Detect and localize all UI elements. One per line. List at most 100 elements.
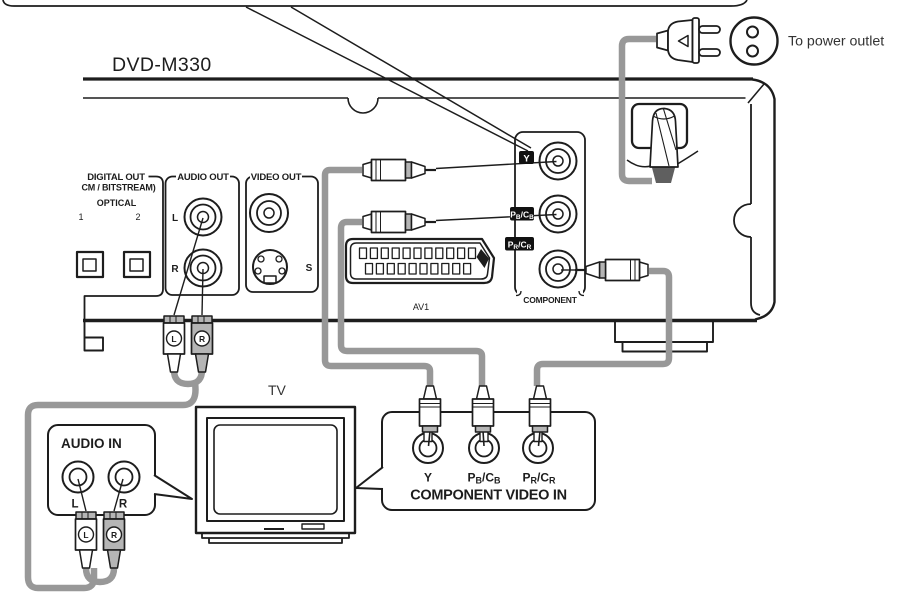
rca-plug-pr-tv: [528, 385, 552, 433]
audio-in-callout: AUDIO IN L R: [47, 424, 193, 516]
scart-pins: [358, 247, 477, 275]
av1-label: AV1: [413, 302, 429, 312]
rca-plug-audio-r-tv: R: [102, 511, 126, 569]
power-outlet-note: To power outlet: [788, 34, 884, 50]
pb-badge-label: PB/CB: [510, 210, 534, 222]
component-cable-y: [321, 166, 434, 386]
component-in-pointer: [355, 466, 384, 490]
power-cable: [618, 35, 656, 185]
audio-l-label: L: [172, 213, 178, 224]
inner-right-edge-lower: [750, 237, 761, 316]
ac-inlet-cord: [626, 107, 699, 168]
component-video-in-callout: Y PB/CB PR/CR COMPONENT VIDEO IN: [355, 411, 596, 511]
plug-letter-r: R: [199, 334, 205, 344]
y-badge: [519, 151, 534, 164]
plug-prong-bottom: [698, 48, 721, 57]
component-jack-badges: Y PB/CB PR/CR: [505, 151, 534, 251]
player-right-edge: [752, 78, 776, 321]
pr-badge: [505, 237, 534, 251]
optical-1-label: 1: [78, 212, 83, 222]
audio-r-label: R: [171, 264, 179, 275]
power-outlet-icon: [729, 16, 779, 66]
plug-neck: [656, 29, 669, 52]
component-jack-pr: [538, 249, 578, 289]
right-foot-outer: [614, 321, 714, 343]
plug-letter-l: L: [83, 530, 88, 540]
pin-line-audio-r: [201, 268, 204, 316]
pin-lines: [77, 160, 575, 512]
composite-video-jack: [249, 193, 289, 233]
rca-plug-y-tv: [418, 385, 442, 433]
audio-in-box: [47, 424, 156, 516]
component-label: COMPONENT: [523, 295, 577, 305]
left-foot: [83, 321, 104, 352]
component-jack-y: [538, 141, 578, 181]
audio-in-r-label: R: [119, 499, 128, 511]
tv-base: [201, 533, 350, 544]
audio-out-group: AUDIO OUT L R: [164, 170, 240, 296]
audio-in-jack-l: [61, 460, 95, 494]
audio-cable-loop: [24, 382, 199, 592]
component-in-pr-label: PR/CR: [522, 471, 556, 486]
video-out-group: VIDEO OUT S: [245, 170, 319, 293]
plug-body: [667, 19, 694, 63]
y-badge-label: Y: [523, 154, 530, 165]
tv-bezel: [206, 417, 345, 522]
s-video-label: S: [306, 263, 313, 274]
plug-face: [691, 17, 700, 64]
bitstream-label: CM / BITSTREAM): [82, 183, 156, 193]
component-jack-pb: [538, 194, 578, 234]
rca-plug-pb-tv: [471, 385, 495, 433]
callout-box-edge: [2, 0, 748, 7]
s-video-jack: [252, 249, 288, 285]
tv-screen: [213, 424, 338, 515]
callout-pointer-lines: [245, 6, 532, 152]
plug-prong-top: [698, 25, 721, 34]
audio-cable-u-tv: [82, 558, 118, 586]
callout-pointer: [2, 0, 748, 152]
component-cable-pb: [337, 218, 486, 386]
component-cable-pr: [533, 267, 673, 386]
right-edge-notch: [733, 203, 752, 238]
optical-jack-1: [75, 250, 105, 279]
pin-line-audio-l: [173, 217, 204, 316]
rca-plug-audio-r-dvd: R: [190, 315, 214, 373]
scart-av1-connector: AV1: [344, 237, 496, 312]
tv-control-slot: [301, 523, 325, 530]
component-label-hooks: [515, 290, 585, 297]
pb-badge: [510, 207, 534, 221]
pin-line-y: [435, 160, 557, 170]
tv: TV: [194, 382, 357, 544]
audio-out-label: AUDIO OUT: [177, 172, 229, 183]
tv-label: TV: [268, 382, 287, 398]
video-out-box: [245, 175, 319, 293]
audio-in-jack-r: [107, 460, 141, 494]
power-cord-stub: [651, 164, 676, 183]
component-in-pb-label: PB/CB: [467, 471, 501, 486]
plug-triangle-mark: [677, 34, 689, 48]
scart-shadow: [476, 249, 489, 268]
rca-plug-audio-l-dvd: L: [162, 315, 186, 373]
optical-jack-2: [122, 250, 152, 279]
rca-plug-pr: [575, 258, 649, 282]
component-in-jack-pr: [522, 430, 554, 464]
scart-outer: [344, 237, 496, 285]
optical-label: OPTICAL: [97, 198, 137, 208]
audio-cable-u-dvd: [170, 362, 206, 388]
digital-out-label: DIGITAL OUT: [87, 172, 145, 183]
optical-2-label: 2: [135, 212, 140, 222]
audio-in-title: AUDIO IN: [61, 436, 122, 451]
rca-plug-y: [362, 158, 436, 182]
digital-out-box: [83, 175, 164, 320]
pr-badge-label: PR/CR: [508, 240, 532, 252]
video-out-label: VIDEO OUT: [251, 172, 302, 183]
tv-body: [194, 405, 357, 535]
corner-bevel: [747, 83, 765, 104]
right-foot-inner: [621, 342, 708, 353]
component-in-title: COMPONENT VIDEO IN: [410, 488, 567, 504]
plug-letter-l: L: [171, 334, 176, 344]
plug-letter-r: R: [111, 530, 117, 540]
rca-plug-audio-l-tv: L: [74, 511, 98, 569]
